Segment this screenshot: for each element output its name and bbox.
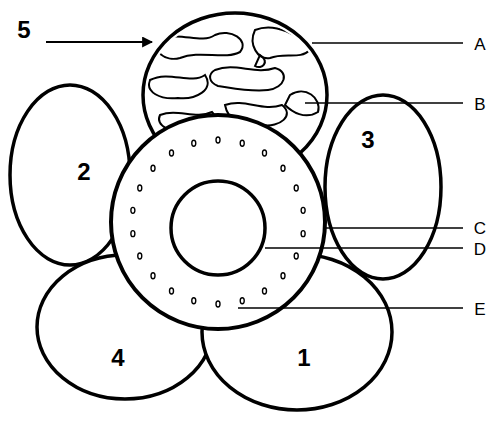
- callout-number: 2: [77, 160, 90, 184]
- disc-dot: [281, 273, 285, 279]
- disc-dot: [262, 150, 266, 156]
- callout-number: 5: [17, 18, 30, 42]
- disc-dot: [240, 298, 244, 304]
- leader-line: [305, 102, 463, 104]
- disc-dot: [301, 207, 305, 213]
- disc-dot: [138, 253, 142, 259]
- disc-dot: [281, 165, 285, 171]
- petal: [325, 95, 441, 279]
- disc-dot: [216, 137, 220, 143]
- disc-dot: [131, 231, 135, 237]
- leader-line: [312, 42, 463, 44]
- pointer-arrow: [46, 41, 152, 43]
- disc-dot: [170, 288, 174, 294]
- leader-line: [238, 307, 463, 309]
- disc-dots: [131, 137, 305, 307]
- disc-dot: [216, 301, 220, 307]
- disc-dot: [138, 185, 142, 191]
- callout-number: 1: [297, 346, 310, 370]
- disc-dot: [240, 140, 244, 146]
- disc-dot: [301, 231, 305, 237]
- disc: [111, 115, 325, 329]
- part-letter: A: [474, 36, 485, 53]
- disc-dot: [294, 185, 298, 191]
- leader-lines: [46, 42, 463, 308]
- disc-dot: [170, 150, 174, 156]
- leader-line: [326, 227, 463, 229]
- disc-dot: [151, 165, 155, 171]
- disc-dot: [294, 253, 298, 259]
- part-letter: D: [474, 241, 486, 258]
- disc-dot: [262, 288, 266, 294]
- part-letter: C: [474, 220, 486, 237]
- petals: [10, 13, 441, 410]
- callout-number: 3: [361, 128, 374, 152]
- disc-dot: [131, 207, 135, 213]
- leader-line: [265, 247, 463, 249]
- part-letter: E: [474, 301, 485, 318]
- central-column: [171, 181, 265, 275]
- disc-dot: [192, 140, 196, 146]
- callout-number: 4: [111, 346, 124, 370]
- disc-dot: [151, 273, 155, 279]
- disc-dot: [192, 298, 196, 304]
- part-letter: B: [474, 96, 485, 113]
